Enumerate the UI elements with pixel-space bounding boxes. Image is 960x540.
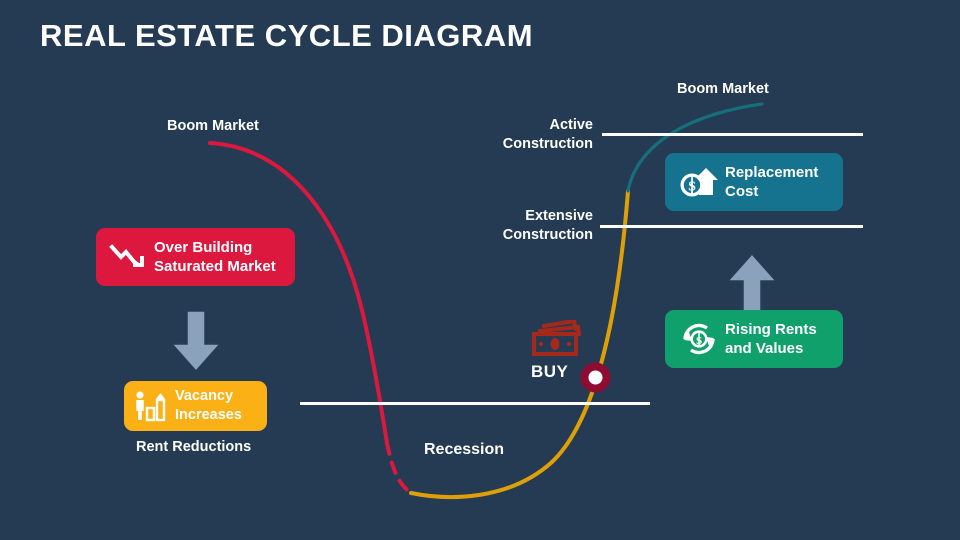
label-boom-market-right: Boom Market (677, 81, 769, 97)
chip-rising-rents-label: Rising Rents and Values (725, 321, 817, 357)
label-recession: Recession (424, 441, 505, 458)
chip-replacement-cost[interactable]: S Replacement Cost (665, 153, 843, 211)
chip-over-building[interactable]: Over Building Saturated Market (96, 228, 295, 286)
chip-replacement-cost-label: Replacement Cost (725, 164, 819, 200)
label-active-construction: Active Construction (502, 117, 593, 152)
declining-curve-dashed (385, 441, 413, 495)
reference-line-active-construction (602, 133, 863, 136)
buy-point-marker[interactable] (580, 362, 611, 393)
label-rent-reductions: Rent Reductions (136, 439, 252, 455)
block-arrow-up-icon (726, 252, 778, 314)
block-arrow-down-icon (170, 311, 222, 373)
reference-line-recession (300, 402, 650, 405)
money-cash-icon (532, 320, 582, 356)
chip-rising-rents[interactable]: S Rising Rents and Values (665, 310, 843, 368)
chip-vacancy-increases-label: Vacancy Increases (175, 388, 242, 423)
chip-vacancy-increases[interactable]: Vacancy Increases (124, 381, 267, 431)
dollar-refresh-icon: S (677, 321, 721, 357)
label-buy: BUY (531, 362, 569, 381)
label-boom-market-left: Boom Market (167, 118, 259, 134)
chip-over-building-label: Over Building Saturated Market (154, 239, 276, 275)
vacancy-chart-icon (132, 390, 172, 422)
label-extensive-construction: Extensive Construction (502, 208, 593, 243)
reference-line-extensive-construction (600, 225, 863, 228)
declining-trend-icon (106, 243, 152, 271)
page-title: REAL ESTATE CYCLE DIAGRAM (40, 18, 534, 53)
dollar-house-icon: S (677, 164, 721, 200)
